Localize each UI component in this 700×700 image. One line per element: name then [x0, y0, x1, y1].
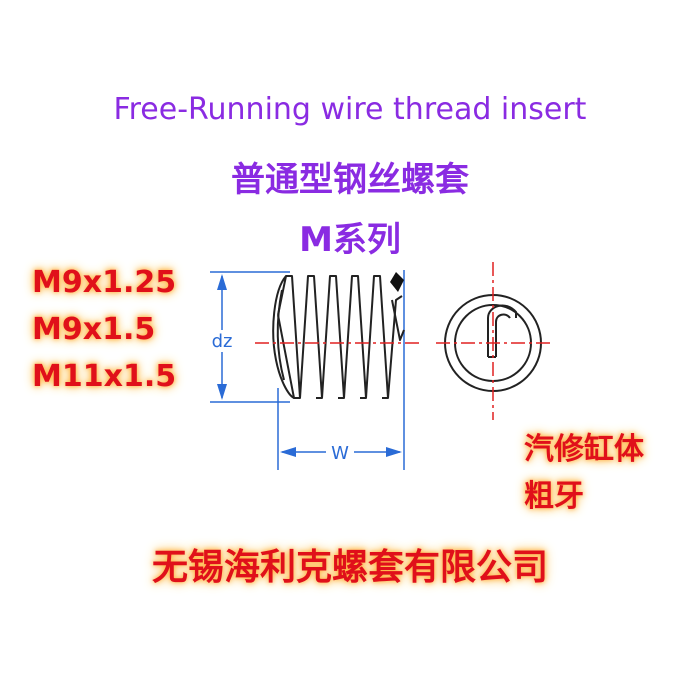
- company-name: 无锡海利克螺套有限公司: [151, 547, 548, 588]
- size-spec-3: M11x1.5: [32, 359, 177, 394]
- note-thread-type: 粗牙: [524, 479, 584, 514]
- tang-marker: [390, 272, 404, 292]
- height-dimension: [210, 271, 290, 403]
- title-chinese: 普通型钢丝螺套: [231, 160, 469, 200]
- series-label: M系列: [299, 220, 401, 260]
- coil-side-view: [272, 275, 405, 399]
- dim-width-label: W: [331, 443, 349, 464]
- width-dimension: [277, 270, 405, 470]
- size-spec-2: M9x1.5: [32, 312, 156, 347]
- size-spec-1: M9x1.25: [32, 265, 177, 300]
- dim-height-label: dz: [212, 331, 233, 352]
- title-english: Free-Running wire thread insert: [113, 92, 587, 127]
- note-application: 汽修缸体: [524, 432, 644, 467]
